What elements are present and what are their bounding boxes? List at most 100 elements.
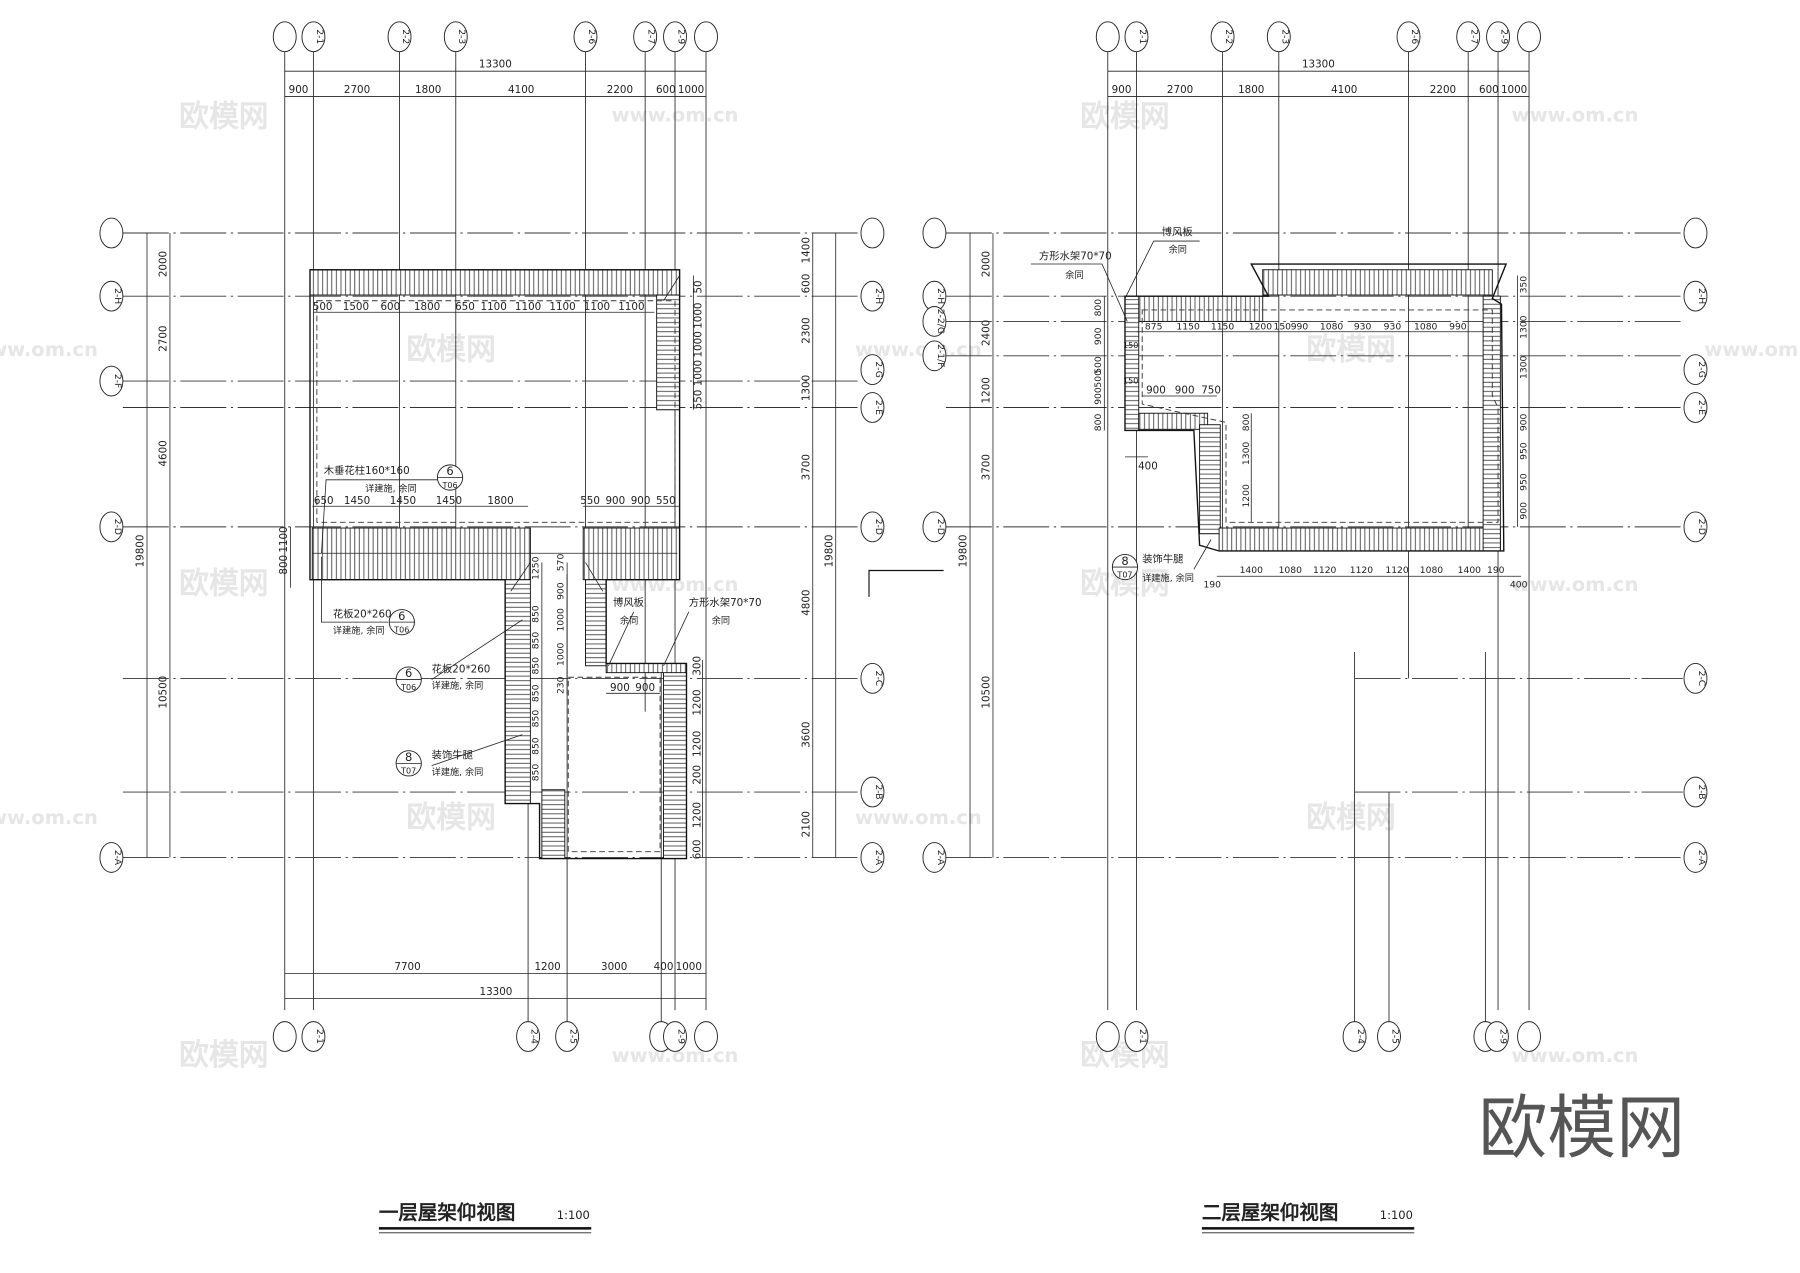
dimension-label: 200	[691, 765, 703, 785]
axis-bubble	[1517, 1021, 1541, 1052]
axis-label: 2-9	[1498, 29, 1509, 44]
detail-ref-sheet: T06	[400, 683, 416, 692]
axis-bubble	[860, 776, 885, 808]
axis-bubble	[1095, 1021, 1120, 1052]
dimension-label: 2700	[158, 325, 170, 351]
dimension-label: 2000	[981, 251, 993, 277]
leader-line	[1030, 263, 1128, 322]
axis-bubble	[694, 1021, 718, 1052]
axis-bubble	[922, 842, 947, 873]
watermark-brand: 欧模网	[179, 1038, 268, 1073]
roof-band	[1124, 295, 1140, 431]
dimension-label: 570	[556, 554, 567, 572]
dimension-label: 2100	[800, 811, 812, 837]
dimension-label: 2200	[1430, 84, 1456, 96]
dimension-label: 19800	[135, 535, 147, 568]
axis-label: 2-3	[1279, 29, 1290, 44]
axis-label: 2-1/F	[935, 344, 946, 367]
dimension-label: 1450	[390, 495, 416, 507]
drawing-scale: 1:100	[1380, 1208, 1413, 1222]
dimension-label: 1120	[1350, 565, 1374, 576]
roof-band	[582, 527, 681, 581]
drawing-title: 二层屋架仰视图	[1202, 1201, 1339, 1224]
dimension-label: 1200	[981, 377, 993, 403]
dimension-label: 1300	[1519, 355, 1530, 379]
dimension-label: 400	[1510, 580, 1528, 591]
axis-label: 2-3	[456, 29, 467, 44]
dimension-label: 900	[289, 84, 309, 96]
axis-label: 2-A	[873, 850, 884, 866]
axis-label: 2-D	[112, 519, 123, 535]
axis-bubble	[633, 21, 658, 53]
dimension-label: 1250	[530, 556, 541, 580]
axis-bubble	[387, 21, 412, 53]
dimension-label: 3000	[601, 961, 627, 973]
section-marker	[868, 569, 944, 597]
axis-bubble	[1396, 21, 1421, 53]
dimension-label: 500	[1093, 370, 1104, 388]
axis-bubble	[301, 1021, 326, 1052]
axis-bubble	[922, 306, 947, 337]
dimension-label: 2200	[607, 84, 633, 96]
axis-label: 2-H	[935, 288, 946, 304]
dimension-label: 350	[1519, 276, 1530, 294]
axis-label: 2-G	[873, 361, 884, 378]
axis-bubble	[99, 365, 124, 397]
annotation-text: 花板20*260	[432, 663, 491, 676]
title-underline	[378, 1227, 592, 1230]
axis-label: 2-1	[1137, 1029, 1148, 1044]
axis-label: 2-5	[568, 1029, 579, 1044]
detail-ref-number: 6	[405, 666, 412, 680]
dimension-label: 550	[692, 390, 704, 410]
axis-bubble	[1377, 1021, 1401, 1052]
dimension-label: 750	[1201, 385, 1221, 397]
axis-label: 2-4	[529, 1029, 540, 1044]
dimension-label: 900	[1175, 385, 1195, 397]
dimension-label: 1300	[1519, 315, 1530, 339]
annotation-text: 装饰牛腿	[432, 749, 474, 762]
dimension-label: 13300	[1302, 59, 1335, 71]
dimension-label: 1150	[1211, 321, 1235, 332]
roof-band	[309, 269, 681, 296]
annotation-text: 博风板	[1162, 225, 1193, 238]
hip-line	[663, 275, 680, 301]
watermark-brand: 欧模网	[179, 99, 268, 134]
dimension-label: 900	[556, 582, 567, 600]
axis-bubble	[1484, 1021, 1509, 1052]
dimension-label: 950	[1519, 473, 1530, 491]
axis-bubble	[694, 21, 718, 53]
dimension-label: 1800	[415, 84, 441, 96]
watermark-url: www.om.cn	[855, 338, 982, 361]
dimension-label: 1800	[487, 495, 513, 507]
axis-bubble	[573, 21, 598, 53]
roof-band	[663, 665, 687, 860]
annotation-text: 装饰牛腿	[1142, 552, 1184, 565]
dimension-label: 1000	[692, 303, 704, 329]
dimension-label: 930	[1354, 321, 1372, 332]
dimension-label: 600	[691, 840, 703, 860]
axis-bubble	[663, 1021, 687, 1052]
watermark-brand: 欧模网	[406, 332, 495, 367]
leader-line	[1193, 539, 1212, 570]
annotation-text: 博风板	[613, 596, 644, 609]
detail-ref-sheet: T07	[1116, 570, 1132, 579]
axis-bubble	[1456, 21, 1481, 53]
dimension-label: 1120	[1385, 565, 1409, 576]
dimension-label: 1000	[556, 608, 567, 632]
dimension-label: 900	[1146, 385, 1166, 397]
roof-band	[1138, 412, 1209, 430]
axis-bubble	[860, 392, 885, 423]
dimension-label: 1000	[1501, 84, 1527, 96]
dimension-label: 990	[1291, 321, 1309, 332]
watermark-url: www.om.cn	[1512, 104, 1639, 127]
dimension-label: 1400	[1240, 565, 1264, 576]
dimension-label: 550	[656, 495, 676, 507]
dimension-label: 1300	[1241, 442, 1252, 466]
axis-bubble	[1210, 21, 1235, 53]
detail-ref-number: 8	[1121, 554, 1128, 568]
dimension-label: 500	[313, 301, 333, 313]
dimension-label: 190	[1487, 565, 1505, 576]
axis-label: 2-4	[1355, 1029, 1366, 1044]
axis-bubble	[1266, 21, 1291, 53]
leader-line	[321, 556, 389, 623]
